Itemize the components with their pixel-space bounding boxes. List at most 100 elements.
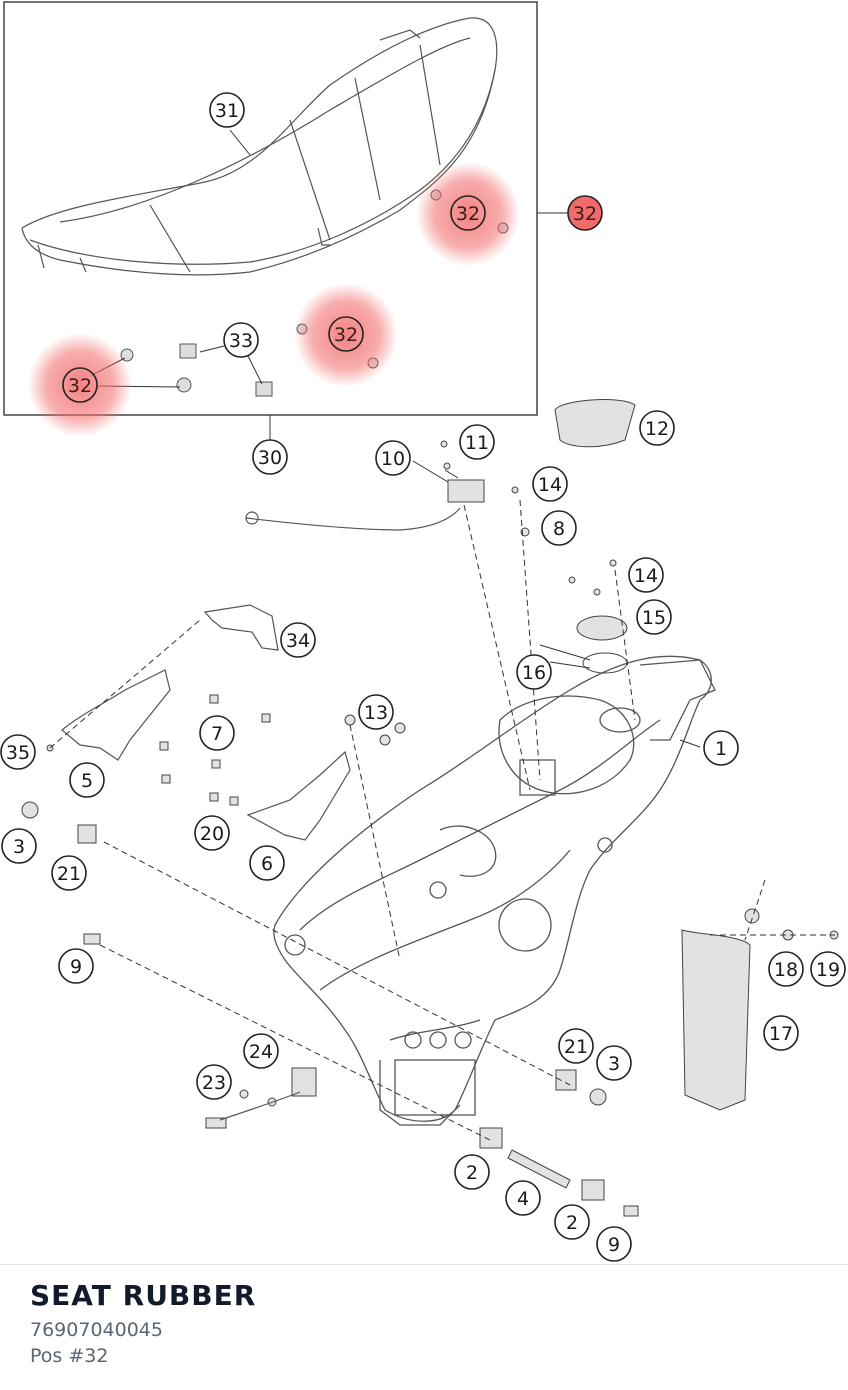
callout-label: 2	[466, 1162, 478, 1184]
callout-circle	[196, 1064, 232, 1100]
highlight-glow	[294, 283, 398, 387]
callout-c24[interactable]: 24	[243, 1033, 279, 1069]
callout-c10[interactable]: 10	[375, 440, 411, 476]
callout-c20[interactable]: 20	[194, 815, 230, 851]
callout-circle	[532, 466, 568, 502]
callout-circle	[596, 1226, 632, 1262]
callout-circle	[199, 715, 235, 751]
callout-c15[interactable]: 15	[636, 599, 672, 635]
callout-label: 1	[715, 738, 727, 760]
callout-c9a[interactable]: 9	[58, 948, 94, 984]
callout-label: 35	[6, 742, 30, 764]
callout-label: 13	[364, 702, 388, 724]
callout-circle	[454, 1154, 490, 1190]
callout-c13[interactable]: 13	[358, 694, 394, 730]
callout-c12[interactable]: 12	[639, 410, 675, 446]
callout-c5[interactable]: 5	[69, 762, 105, 798]
callout-label: 32	[573, 203, 597, 225]
callout-c3b[interactable]: 3	[596, 1045, 632, 1081]
callout-label: 12	[645, 418, 669, 440]
divider	[0, 1264, 848, 1265]
callout-c35[interactable]: 35	[0, 734, 36, 770]
callout-circle	[358, 694, 394, 730]
callout-label: 4	[517, 1188, 529, 1210]
seat-drawing	[21, 17, 498, 276]
part-position: Pos #32	[30, 1345, 109, 1367]
callout-label: 32	[456, 203, 480, 225]
callout-label: 20	[200, 823, 224, 845]
callout-circle	[51, 855, 87, 891]
callout-label: 17	[769, 1023, 793, 1045]
callout-c32c[interactable]: 32	[328, 316, 364, 352]
callout-label: 3	[608, 1053, 620, 1075]
callout-c17[interactable]: 17	[763, 1015, 799, 1051]
callout-circle	[328, 316, 364, 352]
callout-label: 8	[553, 518, 565, 540]
callout-circle	[194, 815, 230, 851]
highlight-glow	[416, 162, 520, 266]
callout-label: 3	[13, 836, 25, 858]
callout-c4[interactable]: 4	[505, 1180, 541, 1216]
callout-circle	[558, 1028, 594, 1064]
callout-circle	[636, 599, 672, 635]
callout-circle	[763, 1015, 799, 1051]
callout-circle	[280, 622, 316, 658]
callout-c21b[interactable]: 21	[558, 1028, 594, 1064]
callout-c34[interactable]: 34	[280, 622, 316, 658]
callout-circle	[62, 367, 98, 403]
callout-circle	[0, 734, 36, 770]
part-number: 76907040045	[30, 1319, 163, 1341]
callout-label: 6	[261, 853, 273, 875]
callout-label: 14	[538, 474, 562, 496]
callout-label: 31	[215, 100, 239, 122]
callout-c23[interactable]: 23	[196, 1064, 232, 1100]
callout-c14b[interactable]: 14	[628, 557, 664, 593]
callout-circle	[1, 828, 37, 864]
callout-label: 15	[642, 607, 666, 629]
callout-c32b[interactable]: 32	[567, 195, 603, 231]
highlight-glow	[28, 333, 132, 437]
callout-circle	[223, 322, 259, 358]
callout-c7[interactable]: 7	[199, 715, 235, 751]
callout-c8[interactable]: 8	[541, 510, 577, 546]
callout-c1[interactable]: 1	[703, 730, 739, 766]
callout-circle	[768, 951, 804, 987]
callout-c9b[interactable]: 9	[596, 1226, 632, 1262]
callout-c6[interactable]: 6	[249, 845, 285, 881]
callout-c11[interactable]: 11	[459, 424, 495, 460]
callout-c32a[interactable]: 32	[450, 195, 486, 231]
callout-label: 32	[334, 324, 358, 346]
callout-label: 18	[774, 959, 798, 981]
callout-circle	[567, 195, 603, 231]
callout-circle	[459, 424, 495, 460]
callout-label: 34	[286, 630, 310, 652]
leader-lines	[49, 460, 835, 1141]
callout-c33[interactable]: 33	[223, 322, 259, 358]
callout-label: 2	[566, 1212, 578, 1234]
callout-c3a[interactable]: 3	[1, 828, 37, 864]
frame-drawing	[273, 655, 716, 1126]
callout-c31[interactable]: 31	[209, 92, 245, 128]
callout-c19[interactable]: 19	[810, 951, 846, 987]
callout-c16[interactable]: 16	[516, 654, 552, 690]
callout-c2a[interactable]: 2	[454, 1154, 490, 1190]
callout-circle	[375, 440, 411, 476]
callout-circle	[209, 92, 245, 128]
callout-c32d[interactable]: 32	[62, 367, 98, 403]
callout-label: 9	[70, 956, 82, 978]
callout-label: 21	[564, 1036, 588, 1058]
callout-c14a[interactable]: 14	[532, 466, 568, 502]
callout-c18[interactable]: 18	[768, 951, 804, 987]
part-name: SEAT RUBBER	[30, 1279, 257, 1312]
callout-c21a[interactable]: 21	[51, 855, 87, 891]
callout-circle	[516, 654, 552, 690]
callout-circle	[69, 762, 105, 798]
callout-circle	[58, 948, 94, 984]
callout-c2b[interactable]: 2	[554, 1204, 590, 1240]
callout-circle	[249, 845, 285, 881]
callout-circle	[810, 951, 846, 987]
callout-label: 33	[229, 330, 253, 352]
callout-c30[interactable]: 30	[252, 439, 288, 475]
callout-circle	[243, 1033, 279, 1069]
